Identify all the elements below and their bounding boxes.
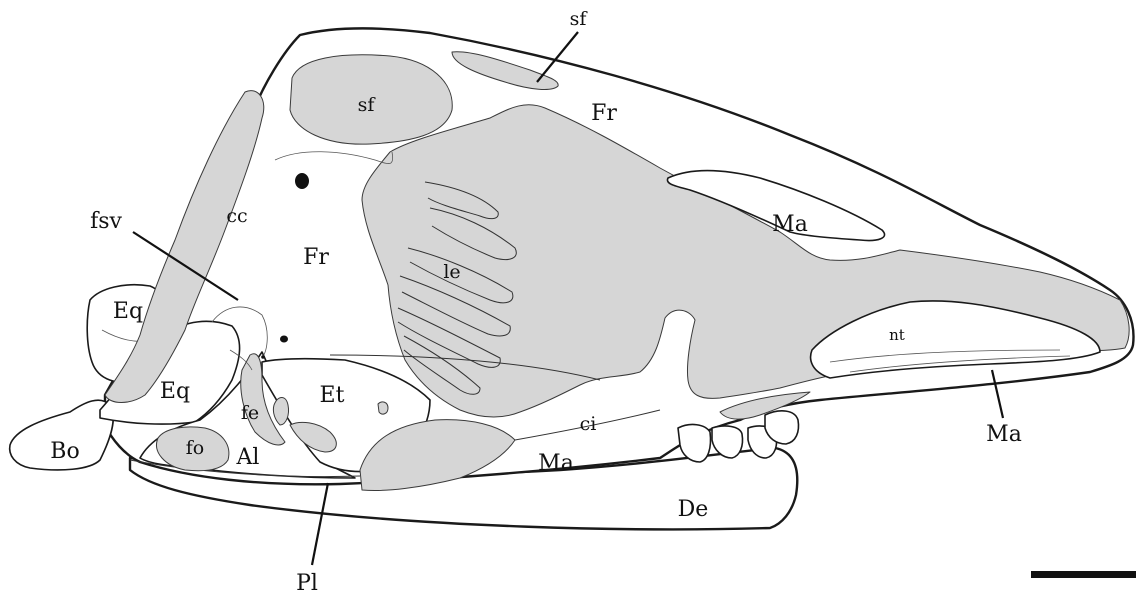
label-pl: Pl <box>296 571 318 596</box>
label-ma-right: Ma <box>986 422 1022 447</box>
foramen-large <box>295 173 309 189</box>
label-fsv: fsv <box>90 209 122 234</box>
foramen-small <box>280 336 288 343</box>
label-bo: Bo <box>50 439 79 464</box>
label-fe: fe <box>241 402 259 424</box>
label-sf-inner: sf <box>358 94 377 116</box>
label-nt: nt <box>889 326 905 344</box>
label-al: Al <box>236 445 260 470</box>
label-eq-lower: Eq <box>160 379 190 404</box>
label-fr-main: Fr <box>303 245 329 270</box>
label-eq-upper: Eq <box>113 299 143 324</box>
label-fr-top: Fr <box>591 101 617 126</box>
label-de: De <box>678 497 709 522</box>
label-fo: fo <box>186 437 204 459</box>
label-ma-upper: Ma <box>772 212 808 237</box>
scale-bar <box>1031 571 1136 578</box>
label-ci: ci <box>580 413 597 435</box>
label-le: le <box>443 261 460 283</box>
label-cc: cc <box>226 205 247 227</box>
label-et: Et <box>320 383 345 408</box>
label-sf-top: sf <box>570 8 589 30</box>
label-ma-lower: Ma <box>538 451 574 476</box>
